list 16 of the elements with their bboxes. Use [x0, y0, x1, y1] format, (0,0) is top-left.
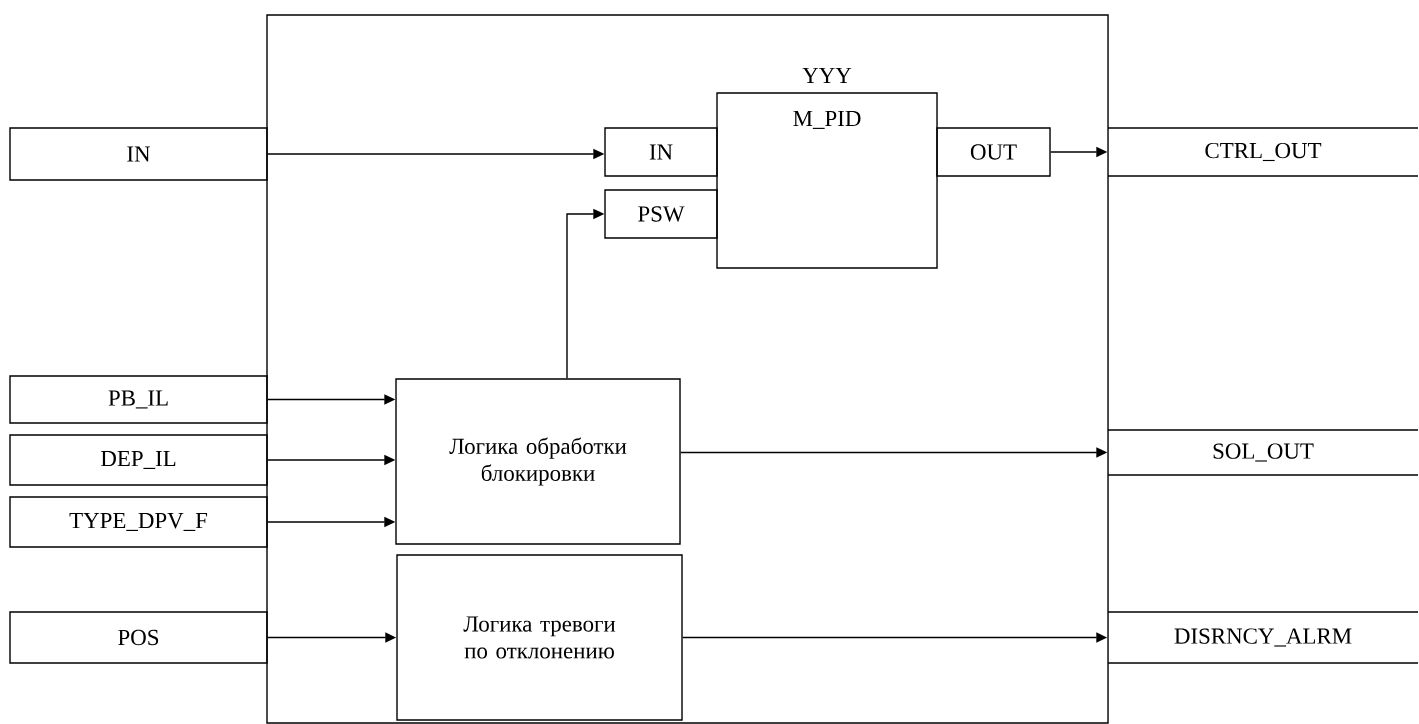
input-box: TYPE_DPV_F	[9, 496, 268, 548]
output-box: CTRL_OUT	[1107, 127, 1419, 177]
input-box: PB_IL	[9, 375, 268, 424]
output-box: SOL_OUT	[1107, 429, 1419, 476]
input-box: DEP_IL	[9, 434, 268, 486]
port-box: OUT	[936, 127, 1051, 177]
port-box: PSW	[604, 189, 718, 239]
logic-box: Логика обработки блокировки	[395, 378, 681, 545]
logic-box: Логика тревоги по отклонению	[396, 554, 683, 721]
pid-block: YYY M_PID	[716, 68, 938, 269]
input-box: POS	[9, 611, 268, 664]
function-block-frame	[266, 14, 1109, 724]
port-box: IN	[604, 127, 718, 177]
input-box: IN	[9, 127, 268, 181]
node-label: YYY	[802, 67, 852, 83]
output-box: DISRNCY_ALRM	[1107, 611, 1419, 664]
